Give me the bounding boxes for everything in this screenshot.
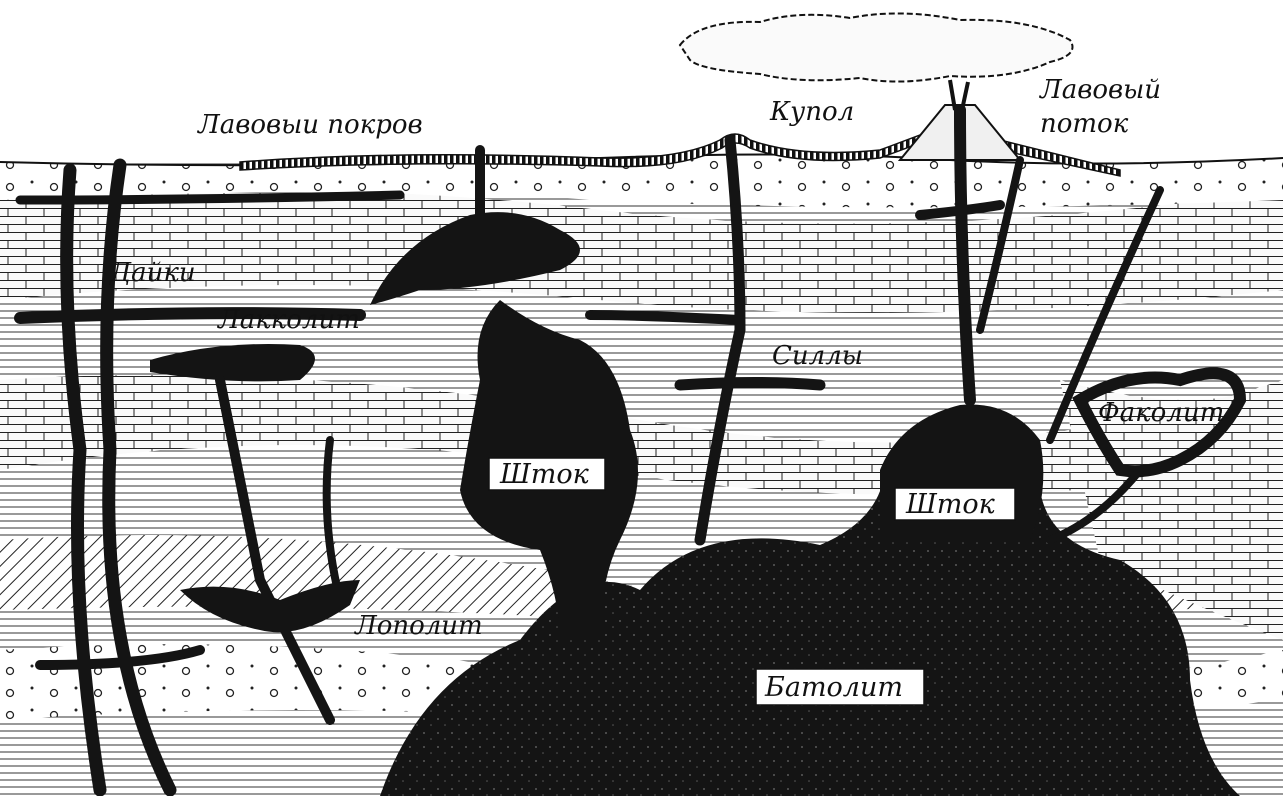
label-dikes: Дайки [109,258,196,288]
stock-left-label-box: Шток [489,458,605,490]
label-lava-sheet: Лавовыи покров [196,110,423,140]
label-dome: Купол [769,97,854,127]
label-stock-right: Шток [905,489,996,520]
label-phacolith: Факолит [1098,398,1224,428]
label-stock-left: Шток [499,459,590,490]
label-batholith: Батолит [764,672,903,703]
label-lava-flow-line2: поток [1040,109,1129,139]
stock-right-label-box: Шток [895,488,1015,520]
batholith-label-box: Батолит [756,669,924,705]
label-lopolith: Лополит [353,611,483,641]
label-lava-flow: Лавовый поток [1038,75,1169,139]
label-laccolith: Лакколит [216,305,360,335]
eruption-cloud [680,13,1073,81]
label-sills: Силлы [772,341,863,371]
label-lava-flow-line1: Лавовый [1038,75,1161,105]
